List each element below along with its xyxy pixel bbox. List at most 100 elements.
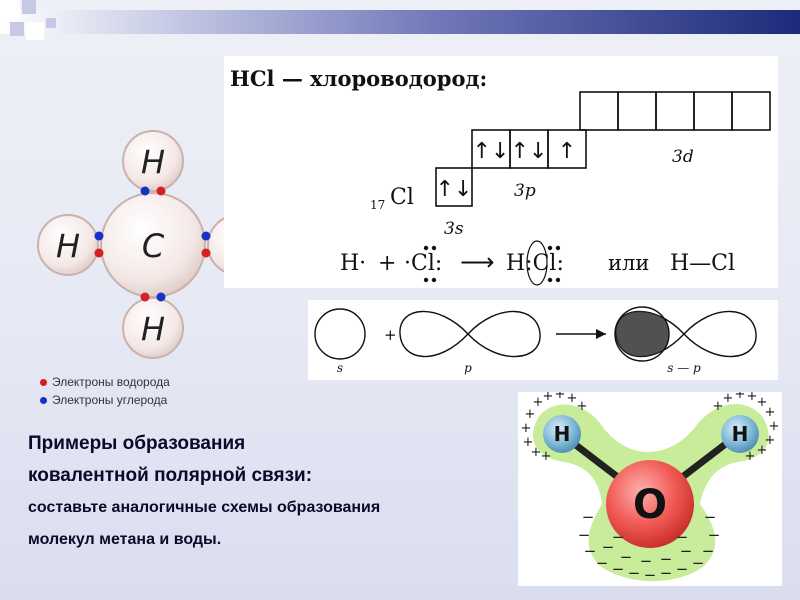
carbon-electron bbox=[156, 292, 166, 302]
oxygen-atom bbox=[606, 460, 694, 548]
hydrogen-electron bbox=[201, 248, 211, 258]
minus-charge-icon: − bbox=[704, 508, 717, 526]
hydrogen-atom-bottom bbox=[122, 297, 184, 359]
carbon-label: C bbox=[142, 227, 165, 265]
element-symbol: Cl bbox=[390, 185, 414, 210]
minus-charge-icon: − bbox=[676, 560, 689, 578]
plus-charge-icon: + bbox=[769, 419, 780, 434]
hydrogen-electron bbox=[140, 292, 150, 302]
element-mass-number: 17 bbox=[370, 198, 385, 212]
hcl-title: HCl — хлороводород: bbox=[230, 66, 487, 91]
plus-charge-icon: + bbox=[523, 435, 534, 450]
caption: Примеры образования ковалентной полярной… bbox=[28, 428, 508, 556]
equation-line-formula: H—Cl bbox=[670, 251, 735, 276]
hydrogen-electron bbox=[156, 186, 166, 196]
orbital-label-3s: 3s bbox=[444, 219, 464, 239]
orbital-label-s: s bbox=[337, 361, 343, 375]
hcl-diagram: HCl — хлороводород: ↑↓ ↑↓ ↑↓ ↑ 3d 3p 3s … bbox=[230, 66, 771, 286]
minus-charge-icon: − bbox=[692, 554, 705, 572]
plus-charge-icon: + bbox=[765, 405, 776, 420]
decor-square bbox=[10, 22, 24, 36]
equation-cl: ·Cl: bbox=[404, 251, 442, 276]
caption-line: Примеры образования bbox=[28, 433, 246, 454]
minus-charge-icon: − bbox=[582, 508, 595, 526]
orbital-3d-boxes bbox=[579, 91, 771, 131]
header-gradient-band bbox=[0, 10, 800, 34]
hydrogen-label: H bbox=[56, 227, 80, 265]
orbital-overlap-panel: + s p s — p bbox=[308, 300, 778, 380]
legend-label: Электроны водорода bbox=[52, 375, 170, 389]
equation-or: или bbox=[608, 251, 649, 275]
hydrogen-label: H bbox=[141, 310, 165, 348]
caption-line: молекул метана и воды. bbox=[28, 531, 222, 548]
minus-charge-icon: − bbox=[578, 526, 591, 544]
minus-charge-icon: − bbox=[640, 552, 653, 570]
plus-charge-icon: + bbox=[531, 445, 542, 460]
plus-sign: + bbox=[384, 326, 397, 344]
carbon-electron bbox=[94, 231, 104, 241]
methane-legend: Электроны водорода Электроны углерода bbox=[40, 373, 170, 409]
header-bar bbox=[0, 0, 800, 44]
electron-arrows: ↑↓ bbox=[436, 177, 473, 202]
hydrogen-electron bbox=[94, 248, 104, 258]
plus-charge-icon: + bbox=[533, 395, 544, 410]
hydrogen-atom-left bbox=[37, 214, 99, 276]
positive-charges: ++++++++++++++++++++ bbox=[521, 387, 780, 464]
minus-charge-icon: − bbox=[660, 564, 673, 582]
hydrogen-atom bbox=[543, 415, 581, 453]
minus-charge-icon: − bbox=[708, 526, 721, 544]
plus-charge-icon: + bbox=[521, 421, 532, 436]
plus-charge-icon: + bbox=[745, 449, 756, 464]
oxygen-label: O bbox=[633, 482, 667, 528]
plus-charge-icon: + bbox=[747, 392, 758, 404]
overlap-region bbox=[615, 311, 669, 357]
hcl-panel: HCl — хлороводород: ↑↓ ↑↓ ↑↓ ↑ 3d 3p 3s … bbox=[224, 56, 778, 288]
orbital-label-3d: 3d bbox=[672, 147, 694, 167]
carbon-electron bbox=[201, 231, 211, 241]
orbital-3s-box bbox=[435, 167, 473, 207]
hydrogen-label: H bbox=[732, 422, 749, 446]
decor-square bbox=[22, 0, 36, 14]
reaction-arrow-icon: ⟶ bbox=[460, 248, 494, 276]
equation-h: H· bbox=[340, 251, 366, 276]
plus-charge-icon: + bbox=[525, 407, 536, 422]
plus-charge-icon: + bbox=[567, 392, 578, 406]
minus-charge-icon: − bbox=[612, 528, 625, 546]
minus-charge-icon: − bbox=[628, 564, 641, 582]
caption-line: составьте аналогичные схемы образования bbox=[28, 499, 381, 516]
minus-charge-icon: − bbox=[612, 560, 625, 578]
orbital-label-sp: s — p bbox=[667, 361, 701, 375]
water-molecule-diagram: O H H ++++++++++++++++++++ −−−−−−−−−−−−−… bbox=[521, 387, 780, 584]
s-orbital bbox=[614, 306, 670, 362]
orbital-3p-boxes bbox=[471, 129, 587, 169]
decor-square bbox=[46, 18, 56, 28]
equation-product: H:Cl: bbox=[506, 251, 564, 276]
plus-charge-icon: + bbox=[735, 392, 746, 402]
decor-square bbox=[26, 22, 44, 40]
orbital-label-3p: 3p bbox=[514, 181, 536, 201]
legend-item: Электроны водорода bbox=[40, 373, 170, 391]
minus-charge-icon: − bbox=[620, 548, 633, 566]
legend-item: Электроны углерода bbox=[40, 391, 170, 409]
hydrogen-label: H bbox=[554, 422, 571, 446]
minus-charge-icon: − bbox=[644, 566, 657, 584]
hydrogen-atom bbox=[721, 415, 759, 453]
electron-arrows: ↑↓ bbox=[511, 139, 548, 164]
s-orbital bbox=[314, 308, 366, 360]
water-panel: O H H ++++++++++++++++++++ −−−−−−−−−−−−−… bbox=[518, 387, 782, 586]
minus-charge-icon: − bbox=[602, 538, 615, 556]
minus-charge-icon: − bbox=[596, 554, 609, 572]
blue-dot-icon bbox=[40, 397, 47, 404]
decor-square bbox=[0, 0, 20, 20]
plus-charge-icon: + bbox=[757, 443, 768, 458]
hydrogen-atom-top bbox=[122, 130, 184, 192]
legend-label: Электроны углерода bbox=[52, 393, 168, 407]
caption-line: ковалентной полярной связи: bbox=[28, 465, 313, 486]
plus-charge-icon: + bbox=[757, 395, 768, 410]
shared-pair-ellipse bbox=[526, 240, 548, 286]
minus-charge-icon: − bbox=[676, 528, 689, 546]
carbon-electron bbox=[140, 186, 150, 196]
plus-charge-icon: + bbox=[765, 433, 776, 448]
red-dot-icon bbox=[40, 379, 47, 386]
plus-charge-icon: + bbox=[577, 399, 588, 414]
